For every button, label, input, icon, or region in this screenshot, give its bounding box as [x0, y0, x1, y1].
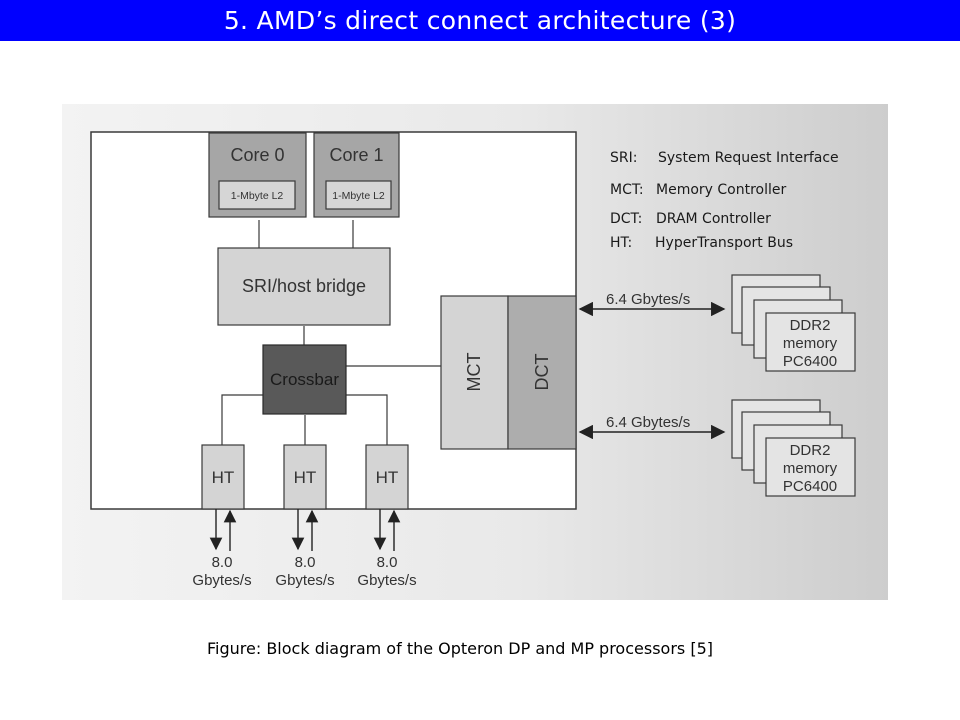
dct-label: DCT: [532, 354, 552, 391]
crossbar-label: Crossbar: [270, 370, 339, 389]
legend-ht-text: HyperTransport Bus: [655, 235, 793, 251]
page-title: 5. AMD’s direct connect architecture (3): [223, 6, 737, 35]
ht-2-bandwidth-unit: Gbytes/s: [275, 572, 334, 589]
ht-3-bandwidth-value: 8.0: [377, 554, 398, 571]
ht-block-2: HT: [283, 444, 327, 510]
ht-2-bandwidth-value: 8.0: [295, 554, 316, 571]
internal-connections: [221, 220, 441, 445]
memory-2-line-1: DDR2: [790, 442, 831, 459]
core-0: Core 0 1-Mbyte L2: [208, 132, 307, 218]
ht-3-bandwidth-unit: Gbytes/s: [357, 572, 416, 589]
legend: SRI: System Request Interface MCT: Memor…: [610, 150, 839, 251]
ddr2-memory-stack-2: DDR2 memory PC6400: [731, 399, 856, 497]
ht-links: [209, 509, 401, 551]
ht-block-1: HT: [201, 444, 245, 510]
legend-ht-abbr: HT:: [610, 235, 632, 251]
ht-bandwidth-labels: 8.0 Gbytes/s 8.0 Gbytes/s 8.0 Gbytes/s: [192, 554, 416, 589]
legend-mct-abbr: MCT:: [610, 182, 644, 198]
memory-link-1-bandwidth: 6.4 Gbytes/s: [606, 291, 690, 308]
memory-link-2-bandwidth: 6.4 Gbytes/s: [606, 414, 690, 431]
block-diagram: Core 0 1-Mbyte L2 Core 1 1-Mbyte L2 SRI/…: [62, 104, 888, 600]
mct-block: [440, 295, 509, 450]
sri-host-bridge: SRI/host bridge: [217, 247, 391, 326]
ht-1-bandwidth-value: 8.0: [212, 554, 233, 571]
memory-1-line-2: memory: [783, 335, 838, 352]
memory-1-line-3: PC6400: [783, 353, 837, 370]
dct-block: [507, 295, 577, 450]
legend-dct-abbr: DCT:: [610, 211, 642, 227]
core-1: Core 1 1-Mbyte L2: [313, 132, 400, 218]
core-1-label: Core 1: [329, 145, 383, 165]
title-bar: 5. AMD’s direct connect architecture (3): [0, 0, 960, 41]
core-1-l2-cache: [325, 180, 392, 210]
core-1-cache-label: 1-Mbyte L2: [332, 190, 385, 202]
legend-mct-text: Memory Controller: [656, 182, 786, 198]
memory-controller-block: MCT DCT: [440, 295, 577, 450]
memory-1-line-1: DDR2: [790, 317, 831, 334]
ht-2-label: HT: [294, 468, 317, 487]
mct-label: MCT: [464, 353, 484, 392]
core-0-l2-cache: [218, 180, 296, 210]
ht-1-label: HT: [212, 468, 235, 487]
ht-3-label: HT: [376, 468, 399, 487]
core-0-cache-label: 1-Mbyte L2: [231, 190, 284, 202]
memory-links: [578, 301, 726, 440]
crossbar: Crossbar: [262, 344, 347, 415]
sri-bridge-label: SRI/host bridge: [242, 276, 366, 296]
core-0-label: Core 0: [230, 145, 284, 165]
memory-2-line-3: PC6400: [783, 478, 837, 495]
legend-sri-abbr: SRI:: [610, 150, 637, 166]
legend-sri-text: System Request Interface: [658, 150, 839, 166]
ddr2-memory-stack-1: DDR2 memory PC6400: [731, 274, 856, 372]
memory-2-line-2: memory: [783, 460, 838, 477]
ht-1-bandwidth-unit: Gbytes/s: [192, 572, 251, 589]
figure-caption: Figure: Block diagram of the Opteron DP …: [207, 639, 713, 658]
ht-block-3: HT: [365, 444, 409, 510]
legend-dct-text: DRAM Controller: [656, 211, 771, 227]
